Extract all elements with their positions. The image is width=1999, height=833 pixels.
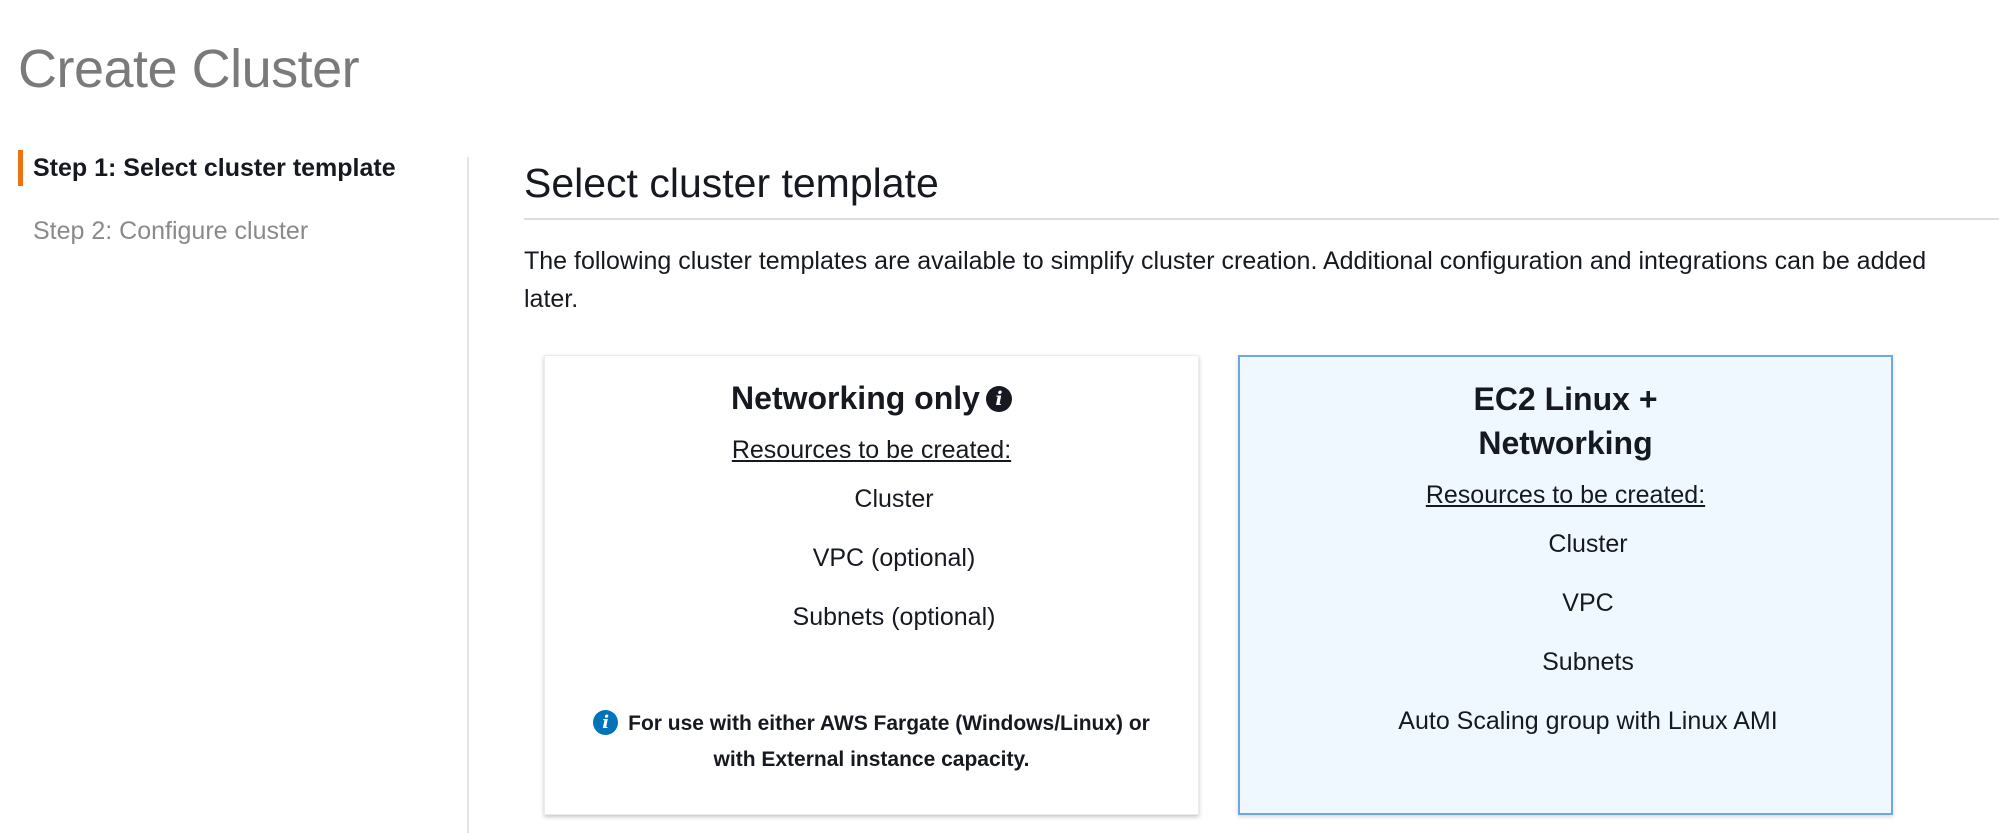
- step-configure-cluster[interactable]: Step 2: Configure cluster: [33, 217, 309, 245]
- resource-item: Subnets: [1542, 648, 1634, 676]
- card-note-text: For use with either AWS Fargate (Windows…: [628, 712, 1150, 771]
- steps-divider: [467, 157, 469, 833]
- resources-label: Resources to be created:: [1425, 481, 1706, 509]
- resources-list: Cluster VPC Subnets Auto Scaling group w…: [1240, 528, 1891, 737]
- section-divider: [524, 218, 1999, 220]
- resource-item: Auto Scaling group with Linux AMI: [1398, 707, 1778, 735]
- resource-item: Cluster: [1548, 530, 1628, 558]
- section-description: The following cluster templates are avai…: [524, 247, 1927, 313]
- template-card-ec2-linux-networking[interactable]: EC2 Linux + Networking Resources to be c…: [1238, 355, 1893, 815]
- resources-label: Resources to be created:: [731, 436, 1012, 464]
- main-content: Select cluster template The following cl…: [524, 150, 1999, 815]
- step-select-cluster-template[interactable]: Step 1: Select cluster template: [18, 150, 458, 186]
- wizard-steps: Step 1: Select cluster template Step 2: …: [18, 150, 458, 249]
- resource-item: VPC: [1562, 589, 1614, 617]
- resource-item: VPC (optional): [812, 544, 976, 572]
- info-icon[interactable]: i: [985, 385, 1012, 412]
- card-note: i For use with either AWS Fargate (Window…: [545, 706, 1198, 778]
- section-title: Select cluster template: [524, 160, 939, 206]
- resource-item: Cluster: [854, 485, 934, 513]
- card-title: EC2 Linux + Networking: [1473, 381, 1658, 461]
- info-circle-icon: i: [593, 709, 619, 735]
- resource-item: Subnets (optional): [792, 603, 996, 631]
- page-title: Create Cluster: [18, 39, 360, 99]
- card-title-text: Networking only: [731, 380, 980, 416]
- resources-list: Cluster VPC (optional) Subnets (optional…: [545, 483, 1198, 633]
